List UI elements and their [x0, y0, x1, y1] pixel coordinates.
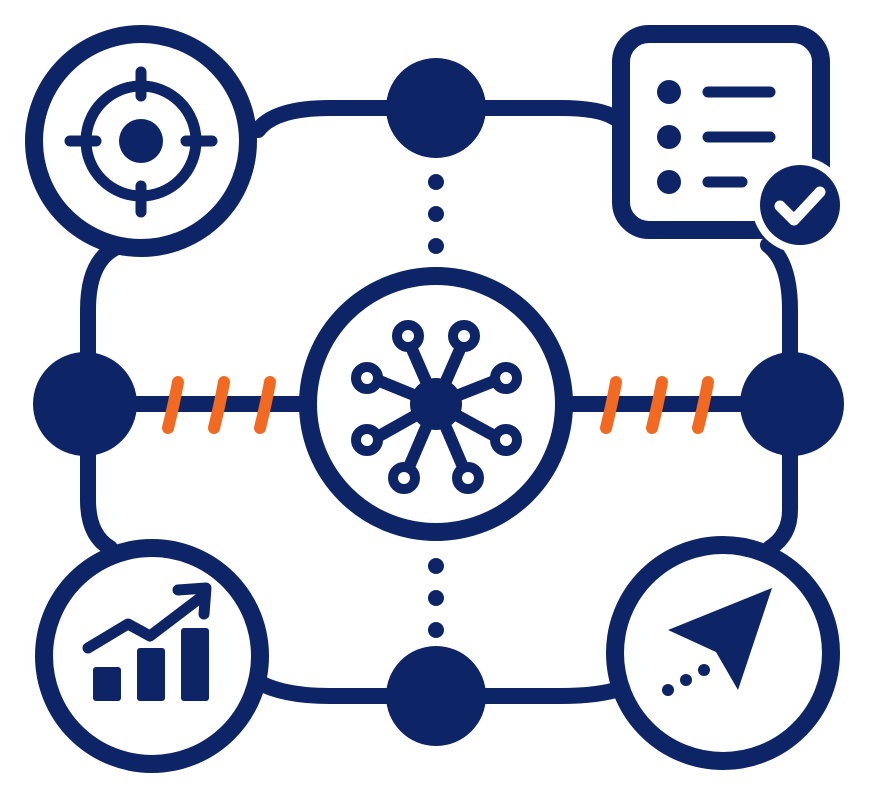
stitches-right — [600, 376, 714, 434]
stitch-mark — [208, 376, 230, 434]
checklist-node — [612, 25, 848, 253]
frame-bottom-right-segment — [470, 680, 630, 704]
network-hub-icon — [351, 320, 522, 494]
stitch-mark — [254, 376, 276, 434]
growth-chart-node — [35, 539, 269, 773]
stitch-mark — [692, 376, 714, 434]
right-junction — [740, 352, 844, 456]
stitch-mark — [646, 376, 668, 434]
stitch-mark — [600, 376, 622, 434]
dotted-link-bottom — [428, 558, 444, 638]
stitch-mark — [162, 376, 184, 434]
target-node — [25, 25, 257, 257]
left-junction — [33, 352, 137, 456]
frame-left-lower-segment — [80, 440, 118, 556]
frame-left-segment — [80, 240, 123, 363]
frame-right-lower-segment — [762, 440, 798, 556]
stitches-left — [162, 376, 276, 434]
navigation-arrow-icon — [662, 588, 772, 696]
navigation-node — [606, 536, 840, 770]
center-node — [299, 267, 573, 541]
top-junction — [386, 58, 486, 158]
bottom-junction — [386, 646, 486, 746]
frame-right-segment — [760, 237, 798, 366]
frame-bottom-left-segment — [247, 672, 400, 704]
growth-chart-icon — [82, 582, 212, 701]
dotted-link-top — [428, 174, 444, 254]
checklist-approved-icon — [657, 80, 848, 253]
frame-top-left-segment — [250, 100, 403, 138]
target-crosshair-icon — [64, 66, 218, 218]
frame-top-right-segment — [470, 100, 623, 126]
